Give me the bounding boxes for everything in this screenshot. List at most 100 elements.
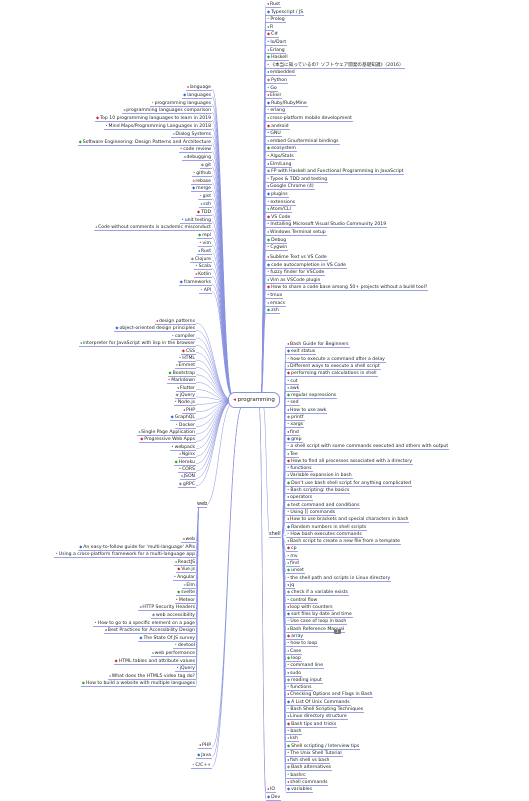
right-top-node[interactable]: ◂embedded xyxy=(266,69,296,76)
shell-item-node[interactable]: ◆Bash tips and tricks xyxy=(286,721,337,728)
shell-item-node[interactable]: ◆grep xyxy=(286,436,303,443)
shell-item-node[interactable]: ◂Tee xyxy=(286,451,299,458)
shell-item-node[interactable]: ◆performing math calculations in shell xyxy=(286,370,378,377)
left-top-node[interactable]: ◂Kotlin xyxy=(194,271,212,278)
right-top-node[interactable]: ◆plugins xyxy=(266,191,289,198)
shell-item-node[interactable]: •mv xyxy=(286,553,299,560)
left-mid-node[interactable]: ◂Single Page Application xyxy=(137,429,196,436)
shell-item-node[interactable]: ◆Random numbers in shell scripts xyxy=(286,524,367,531)
left-mid-node[interactable]: •Docker xyxy=(175,422,196,429)
left-mid-node[interactable]: ◂Flutter xyxy=(176,385,196,392)
right-top-node[interactable]: ◂R xyxy=(266,24,274,31)
left-top-node[interactable]: •API xyxy=(199,287,212,294)
left-top-node[interactable]: ◂debugging xyxy=(182,154,212,161)
shell-item-node[interactable]: •the shell path and scripts in Linux dir… xyxy=(286,575,391,582)
shell-item-node[interactable]: ◆regular expressions xyxy=(286,392,337,399)
left-mid-node[interactable]: ◆Heroku xyxy=(174,459,196,466)
right-top-node[interactable]: ◂Erlang xyxy=(266,47,286,54)
left-mid-node[interactable]: ◆gRPC xyxy=(178,481,196,488)
shell-item-node[interactable]: ◂loop with counters xyxy=(286,604,334,611)
shell-item-node[interactable]: ◂How to use awk xyxy=(286,407,327,414)
shell-item-node[interactable]: •xargs xyxy=(286,421,304,428)
left-top-node[interactable]: •Scala xyxy=(194,263,212,270)
left-top-node[interactable]: ◂Dialog Systems xyxy=(171,131,212,138)
shell-item-node[interactable]: ◂Checking Options and Flags in Bash xyxy=(286,691,373,698)
shell-item-node[interactable]: ◆Bash alternatives xyxy=(286,764,332,771)
shell-item-node[interactable]: ◂shell commands xyxy=(286,779,328,786)
shell-item-node[interactable]: •functions xyxy=(286,684,313,691)
left-bottom-node[interactable]: ◆Java xyxy=(196,752,212,759)
bottom-right-node[interactable]: ◂IO xyxy=(266,786,276,793)
right-top-node[interactable]: ◆Typescript / JS xyxy=(266,9,304,16)
left-top-node[interactable]: •programming languages xyxy=(150,100,212,107)
left-top-node[interactable]: •vim xyxy=(198,240,212,247)
left-mid-node[interactable]: •HTML xyxy=(178,355,196,362)
shell-item-node[interactable]: •how to execute a command after a delay xyxy=(286,356,386,363)
left-low-node[interactable]: ◆svelte xyxy=(176,589,196,596)
collapse-marker-icon[interactable]: ◂ xyxy=(233,397,236,403)
left-mid-node[interactable]: •compiler xyxy=(171,333,196,340)
left-top-node[interactable]: ◂Rust xyxy=(197,248,212,255)
right-top-node[interactable]: ◂embed Gnu/terminal bindings xyxy=(266,138,340,145)
left-low-node[interactable]: •How to go to a specific element on a pa… xyxy=(93,620,196,627)
right-top-node[interactable]: •Algo/Stats xyxy=(266,153,295,160)
shell-item-node[interactable]: ◆test command and conditions xyxy=(286,502,360,509)
left-low-node[interactable]: ◂web performance xyxy=(151,650,196,657)
shell-item-node[interactable]: ◂ksh xyxy=(286,735,299,742)
left-mid-node[interactable]: ◂interpreter for JavaScript with lisp in… xyxy=(79,340,196,347)
left-bottom-node[interactable]: •C/C++ xyxy=(191,762,212,769)
left-low-node[interactable]: •Angular xyxy=(173,574,196,581)
left-top-node[interactable]: ◆languages xyxy=(182,92,212,99)
right-top-node[interactable]: ◂Elixir xyxy=(266,92,282,99)
right-top-node[interactable]: ◂Rust xyxy=(266,1,281,8)
shell-item-node[interactable]: •sed xyxy=(286,399,300,406)
left-mid-node[interactable]: ◂design patterns xyxy=(155,318,196,325)
right-mid-node[interactable]: •fuzzy finder for VSCode xyxy=(266,269,325,276)
left-top-node[interactable]: ◂programming languages comparison xyxy=(122,107,212,114)
left-low-node[interactable]: ◂Best Practices for Accessibility Design xyxy=(104,627,196,634)
right-top-node[interactable]: ◆ecosystem xyxy=(266,145,297,152)
shell-item-node[interactable]: ◆array xyxy=(286,633,304,640)
left-top-node[interactable]: ◆TDD xyxy=(196,209,212,216)
shell-item-node[interactable]: ◂sudo xyxy=(286,670,302,677)
shell-item-node[interactable]: ◆cp xyxy=(286,545,298,552)
left-mid-node[interactable]: •webpack xyxy=(170,444,196,451)
right-top-node[interactable]: ◆VS Code xyxy=(266,214,291,221)
shell-item-node[interactable]: ◆sort files by date and time xyxy=(286,611,353,618)
shell-item-node[interactable]: ◆unset xyxy=(286,567,305,574)
shell-item-node[interactable]: ◆check if a variable exists xyxy=(286,589,349,596)
right-mid-node[interactable]: ◆code autocompletion in VS Code xyxy=(266,262,347,269)
shell-item-node[interactable]: ◂jq xyxy=(286,582,295,589)
left-low-node[interactable]: •devtool xyxy=(173,642,196,649)
shell-item-node[interactable]: ◆loop xyxy=(286,655,302,662)
shell-item-node[interactable]: •Use case of loop in bash xyxy=(286,618,347,625)
left-top-node[interactable]: ◆Software Engineering: Design Patterns a… xyxy=(78,139,212,146)
shell-item-node[interactable]: ◆A List Of Unix Commands xyxy=(286,699,351,706)
left-top-node[interactable]: •code review xyxy=(179,146,212,153)
shell-item-node[interactable]: •Using [[ commands xyxy=(286,509,336,516)
right-top-node[interactable]: •Go xyxy=(266,85,278,92)
right-mid-node[interactable]: ◂emacs xyxy=(266,300,286,307)
right-mid-node[interactable]: ◂Sublime Text vs VS Code xyxy=(266,254,328,261)
shell-item-node[interactable]: ◆How to find all processes associated wi… xyxy=(286,458,413,465)
left-low-node[interactable]: ◆Vue.js xyxy=(176,566,196,573)
shell-item-node[interactable]: ◂Different ways to execute a shell scrip… xyxy=(286,363,381,370)
right-top-node[interactable]: •erlang xyxy=(266,107,286,114)
left-low-node[interactable]: ◂HTTP Security Headers xyxy=(138,604,196,611)
right-top-node[interactable]: ◆FP with Haskell and Functional Programm… xyxy=(266,168,404,175)
right-top-node[interactable]: •extensions xyxy=(266,199,296,206)
left-mid-node[interactable]: •Node.js xyxy=(174,399,196,406)
left-top-node[interactable]: ◂language xyxy=(186,84,212,91)
left-mid-node[interactable]: ◆GraphQL xyxy=(170,414,196,421)
right-mid-node[interactable]: ◆zsh xyxy=(266,307,280,314)
left-mid-node[interactable]: ◆object-oriented design principles xyxy=(114,325,196,332)
shell-item-node[interactable]: •command line xyxy=(286,662,324,669)
shell-item-node[interactable]: ◂awk xyxy=(286,385,300,392)
shell-item-node[interactable]: ◂operators xyxy=(286,494,313,501)
shell-item-node[interactable]: ◆variables xyxy=(286,786,313,793)
shell-item-node[interactable]: ◆printf xyxy=(286,414,305,421)
left-top-node[interactable]: ◆Top 10 programming languages to learn i… xyxy=(95,115,212,122)
left-top-node[interactable]: •unit testing xyxy=(180,217,212,224)
right-top-node[interactable]: •Types & TDD and testing xyxy=(266,176,328,183)
right-mid-node[interactable]: ◂Vim as VSCode plugin xyxy=(266,277,321,284)
